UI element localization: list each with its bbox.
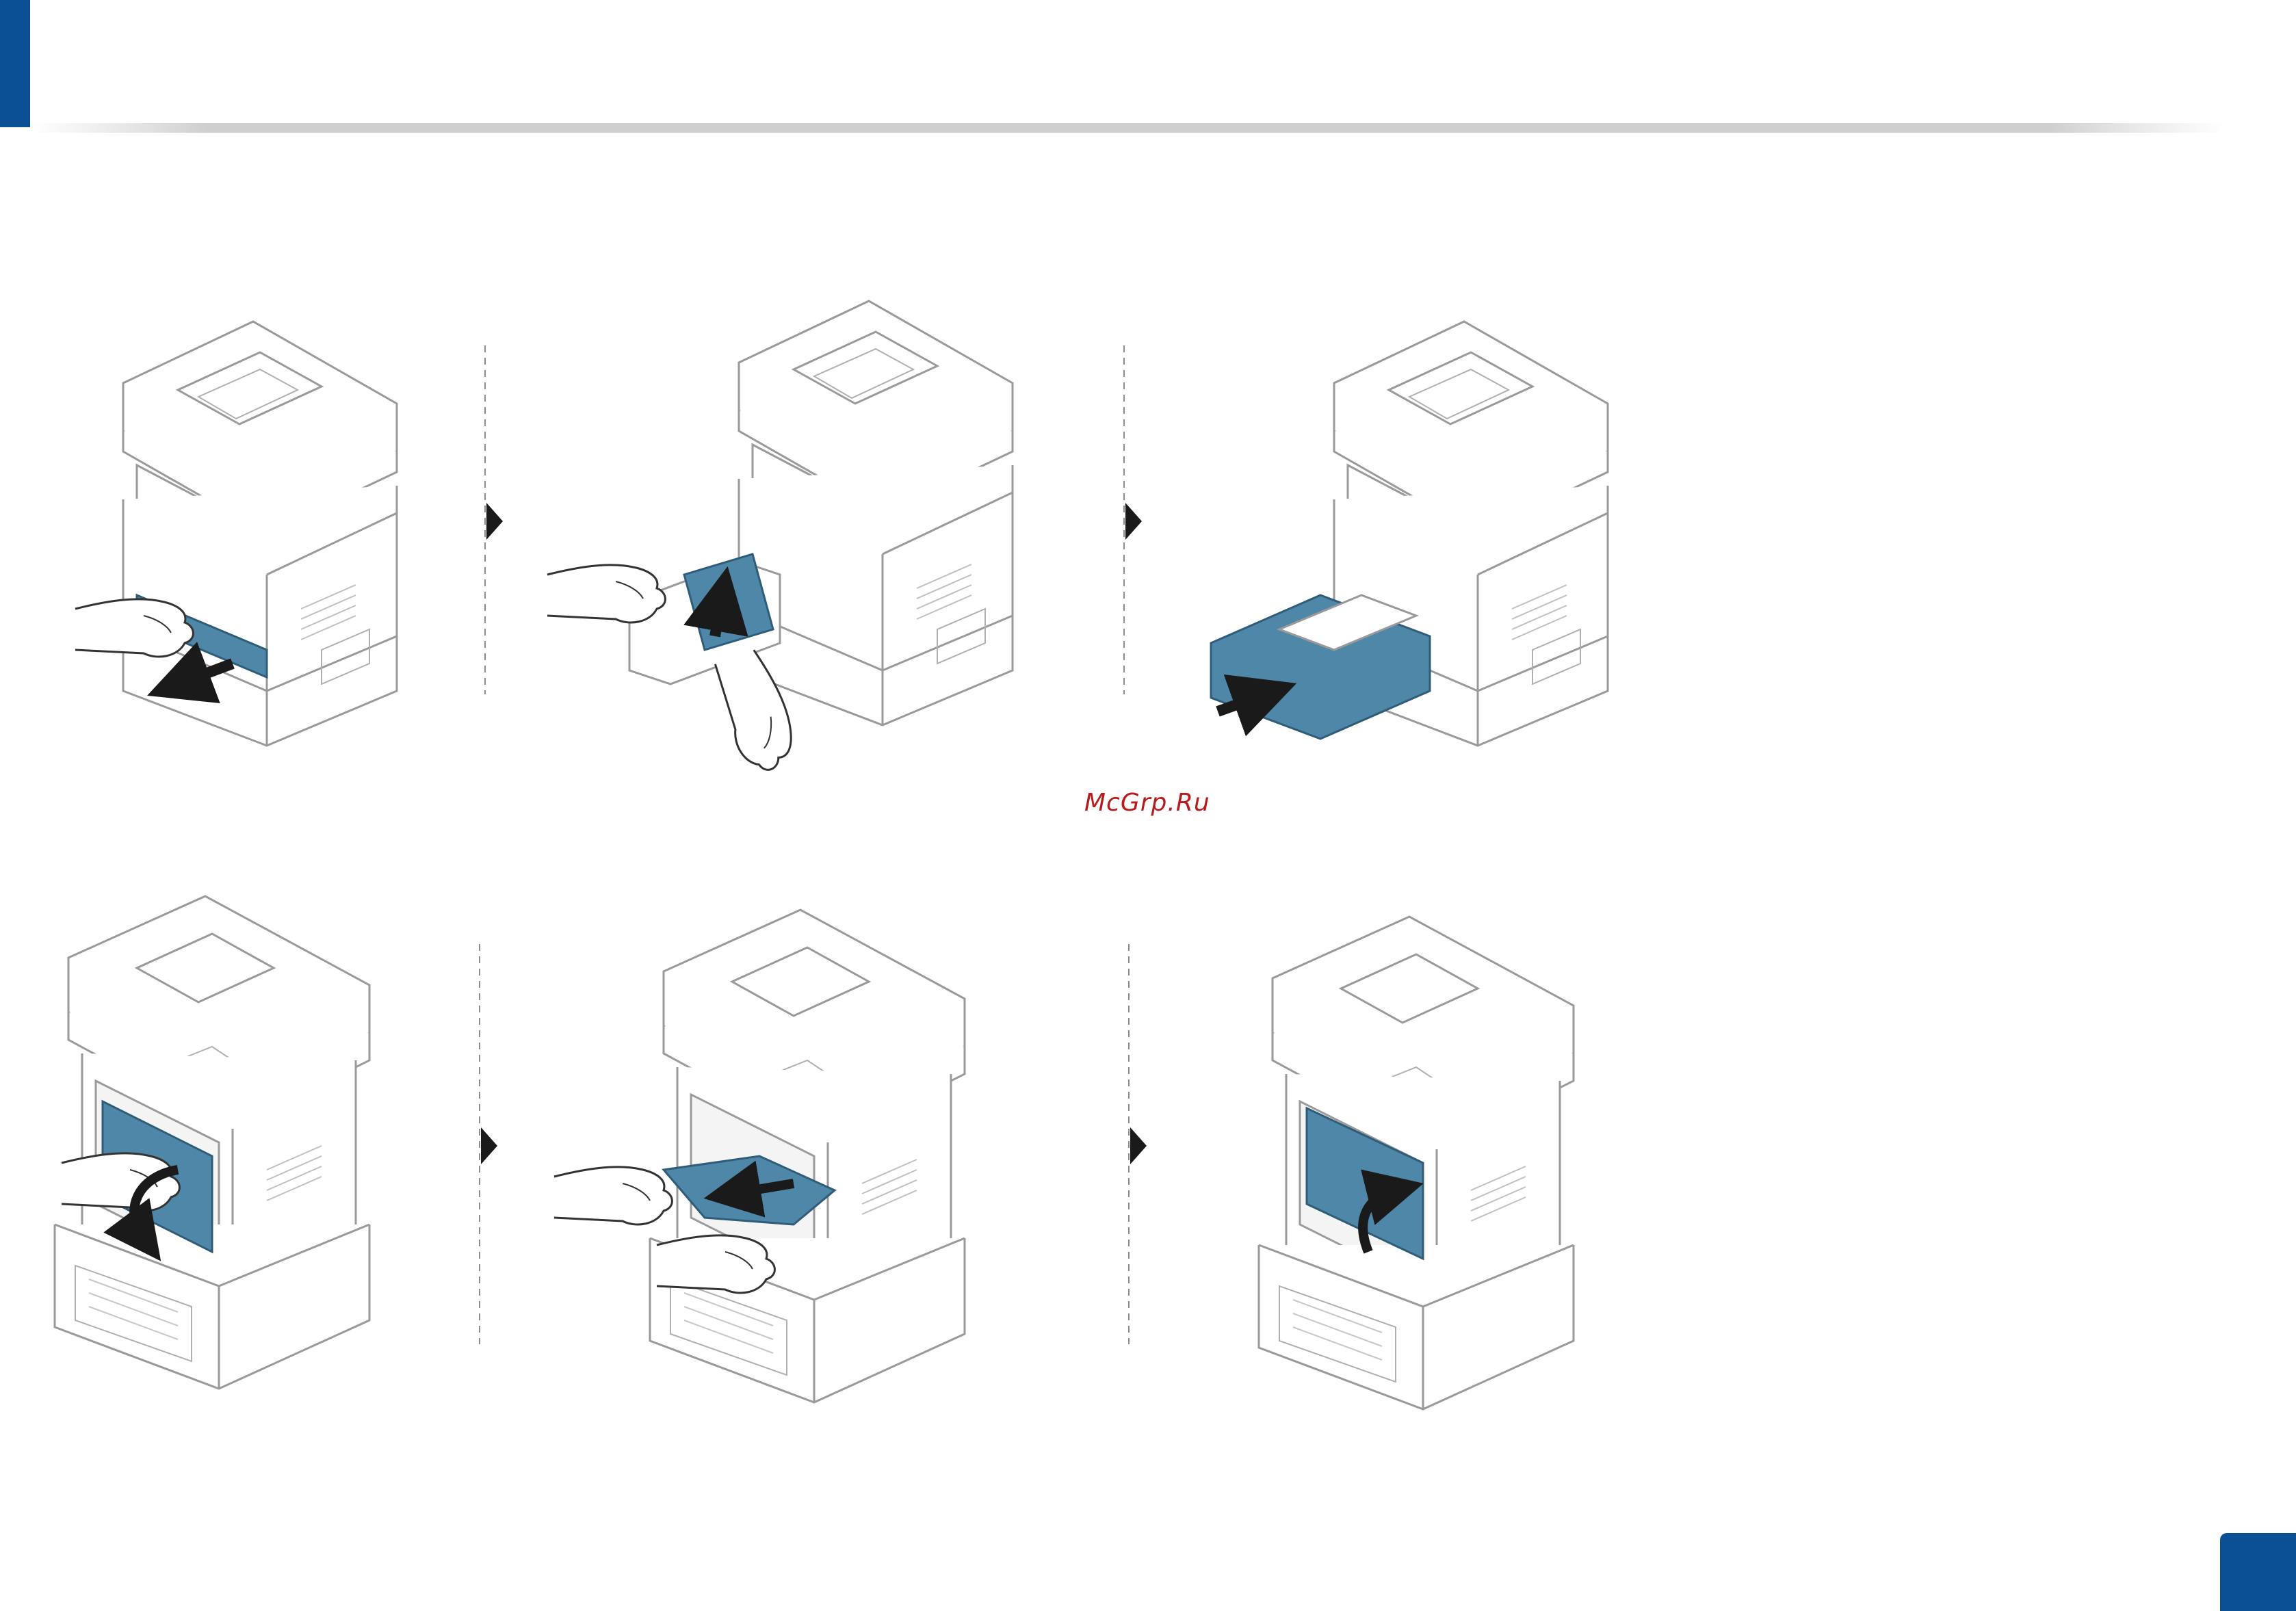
figure-row1-step1: [75, 322, 397, 746]
hand-icon: [62, 1153, 179, 1211]
figure-row2-step3: [1259, 917, 1574, 1409]
hand-icon: [547, 565, 665, 623]
step-arrow-icon: [486, 503, 503, 540]
figure-row1-step3: [1211, 322, 1608, 746]
page-number-badge: [2220, 1533, 2296, 1611]
figure-row2-step2: [554, 910, 965, 1402]
hand-icon: [657, 1235, 774, 1293]
hand-icon: [75, 599, 193, 657]
step-arrow-icon: [481, 1127, 497, 1164]
watermark: McGrp.Ru: [1084, 789, 1210, 817]
hand-icon: [554, 1167, 672, 1224]
figure-row2-step1: [55, 896, 369, 1389]
arrow-up-icon: [715, 599, 722, 636]
figure-row1-step2: [547, 301, 1013, 777]
step-arrow-icon: [1130, 1127, 1147, 1164]
step-arrow-icon: [1125, 503, 1142, 540]
